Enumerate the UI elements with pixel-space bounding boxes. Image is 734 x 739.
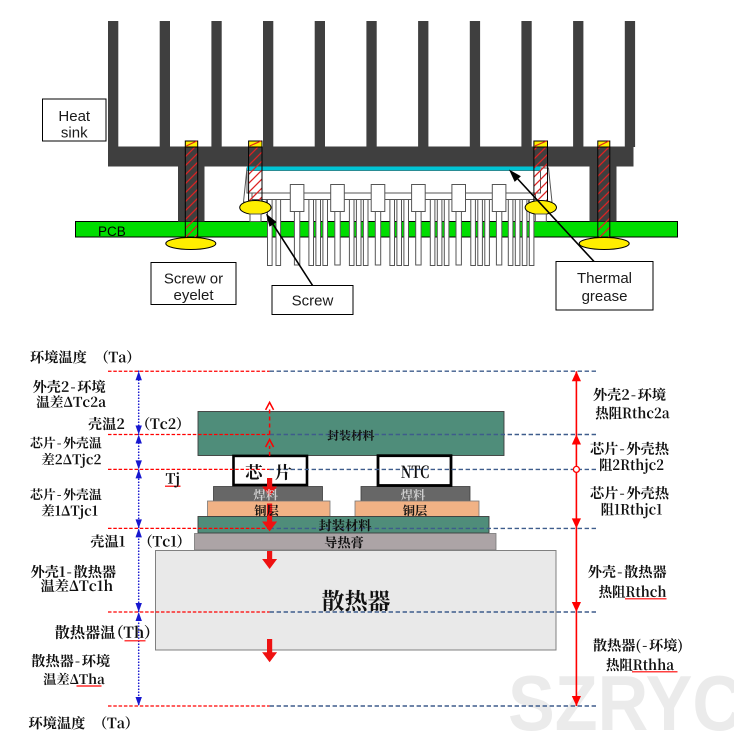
svg-text:PCB: PCB bbox=[98, 224, 126, 239]
svg-text:eyelet: eyelet bbox=[173, 287, 214, 304]
svg-text:SZRYC: SZRYC bbox=[508, 659, 734, 734]
svg-text:Thermal: Thermal bbox=[577, 270, 632, 287]
svg-text:sink: sink bbox=[61, 125, 88, 142]
svg-text:Heat: Heat bbox=[58, 108, 91, 125]
svg-text:Screw: Screw bbox=[292, 293, 334, 310]
svg-text:grease: grease bbox=[582, 288, 628, 305]
svg-text:Screw or: Screw or bbox=[164, 271, 223, 288]
